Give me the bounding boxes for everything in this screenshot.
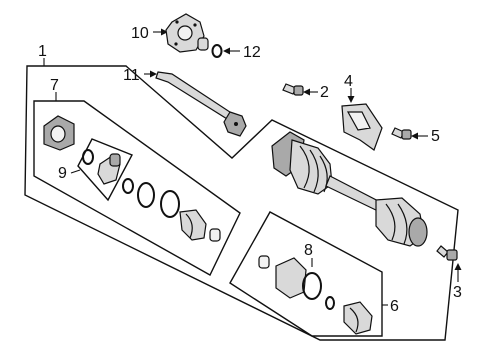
callout-2: 2 xyxy=(320,84,329,101)
group-6-parts xyxy=(258,255,373,335)
callout-7: 7 xyxy=(50,77,59,94)
callout-8: 8 xyxy=(304,242,313,259)
group-7-seals-part xyxy=(122,178,221,242)
bolt-part-3 xyxy=(436,245,458,261)
callout-5-arrow xyxy=(411,132,428,140)
callout-12: 12 xyxy=(243,44,261,61)
group-6-frame xyxy=(229,211,383,337)
callout-4-arrow xyxy=(347,88,355,103)
inner-cv-housing-part xyxy=(43,115,75,151)
bolt-part-2 xyxy=(282,83,304,96)
callout-9: 9 xyxy=(58,165,67,182)
callout-11: 11 xyxy=(123,67,140,84)
group-7-frame xyxy=(33,100,241,276)
axle-assembly-part xyxy=(271,131,428,247)
callout-12-arrow xyxy=(223,47,240,55)
callout-3: 3 xyxy=(453,284,462,301)
callout-3-arrow xyxy=(454,263,462,282)
tripod-joint-part xyxy=(82,149,121,185)
group-9-frame xyxy=(77,138,133,202)
callout-4: 4 xyxy=(344,73,353,90)
callout-10-arrow xyxy=(153,28,168,36)
callout-1: 1 xyxy=(38,43,47,60)
callout-5: 5 xyxy=(431,128,440,145)
heat-shield-part xyxy=(341,103,383,151)
intermediate-shaft-part xyxy=(155,71,247,137)
callout-6: 6 xyxy=(390,298,399,315)
callout-11-arrow xyxy=(144,70,157,78)
bolt-part-5 xyxy=(391,127,412,140)
callout-10: 10 xyxy=(131,25,149,42)
callout-9-leader xyxy=(70,169,81,174)
callout-2-arrow xyxy=(303,88,318,96)
hub-flange-part xyxy=(165,13,209,53)
group-1-frame xyxy=(24,65,459,341)
retaining-ring-part xyxy=(211,44,223,58)
